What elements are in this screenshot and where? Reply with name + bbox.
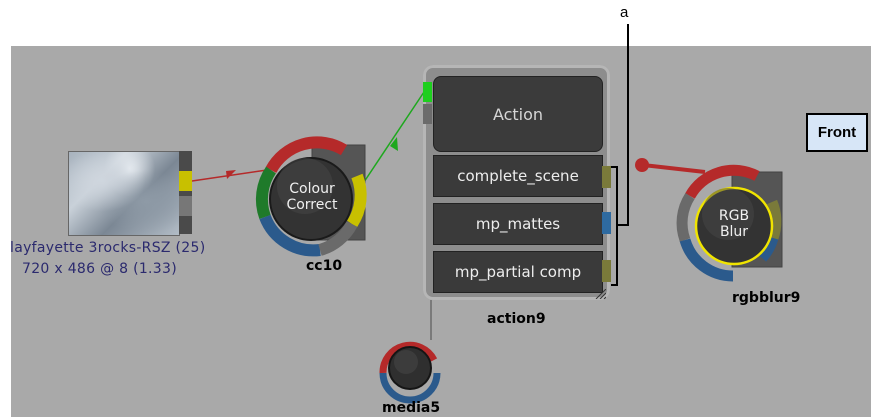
action-output-port-3[interactable] <box>602 260 611 282</box>
clip-thumbnail[interactable] <box>68 151 180 236</box>
callout-leader-tick <box>617 224 629 226</box>
action-input-port-front[interactable] <box>423 82 432 102</box>
action-output-port-1[interactable] <box>602 166 611 188</box>
callout-leader-line <box>627 24 629 226</box>
cc-node-name: cc10 <box>306 258 343 274</box>
cc-node-label: Colour Correct <box>286 181 338 213</box>
action-node-title[interactable]: Action <box>433 76 603 152</box>
rgbblur-node-label: RGB Blur <box>718 208 750 240</box>
media-node-name: media5 <box>382 400 441 416</box>
link-cc-to-action-arrow <box>390 137 398 151</box>
front-view-button[interactable]: Front <box>806 113 868 152</box>
clip-name: layfayette 3rocks-RSZ (25) <box>10 240 206 256</box>
clip-port-strip <box>179 151 192 234</box>
resize-grip-icon[interactable] <box>594 289 606 299</box>
clip-resolution: 720 x 486 @ 8 (1.33) <box>22 261 177 277</box>
link-clip-to-cc-arrow <box>226 170 236 179</box>
action-output-mp-mattes[interactable]: mp_mattes <box>433 203 603 245</box>
action-node-name: action9 <box>487 311 546 327</box>
callout-bracket <box>611 166 618 286</box>
link-cc-to-action <box>361 91 425 186</box>
callout-label: a <box>620 4 629 21</box>
link-to-rgbblur <box>642 163 706 174</box>
link-to-rgbblur-start <box>635 158 649 172</box>
rgbblur-node-name: rgbblur9 <box>732 290 801 306</box>
clip-output-port-secondary[interactable] <box>179 196 192 216</box>
action-input-port-back[interactable] <box>423 104 432 124</box>
action-output-mp-partial-comp[interactable]: mp_partial comp <box>433 251 603 293</box>
clip-output-port[interactable] <box>179 171 192 191</box>
action-output-port-2[interactable] <box>602 212 611 234</box>
action-output-complete-scene[interactable]: complete_scene <box>433 155 603 197</box>
